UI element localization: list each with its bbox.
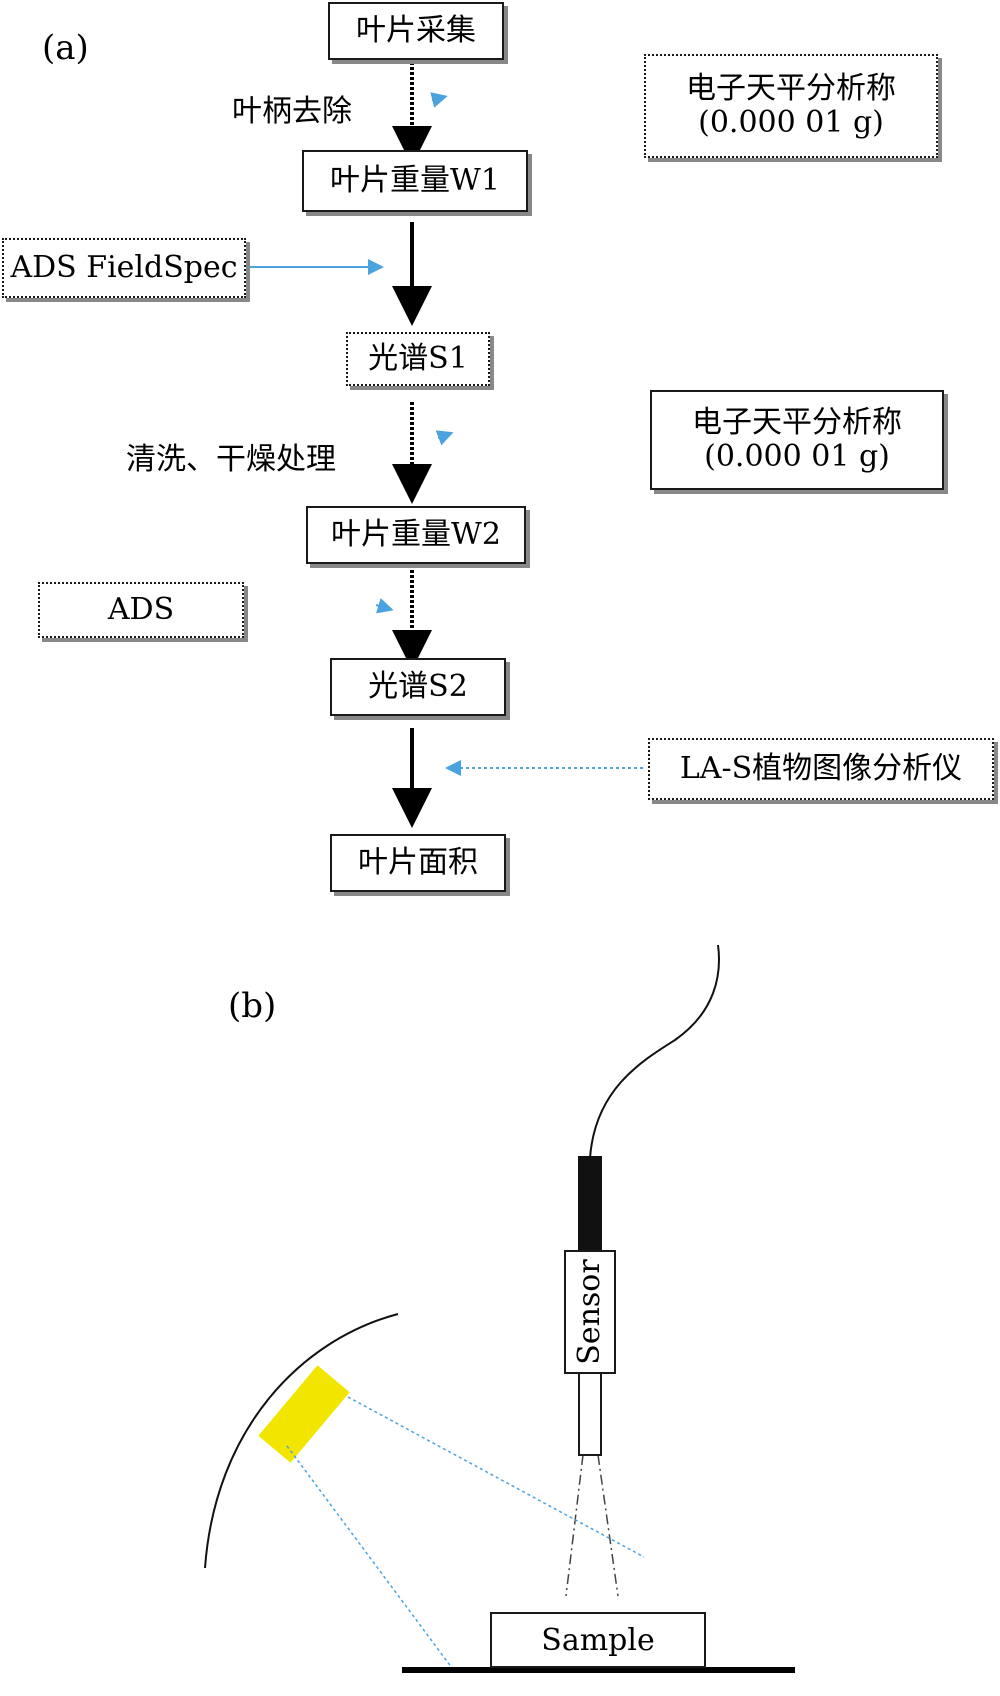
sample-block: Sample [490, 1612, 706, 1668]
balance-2-name: 电子天平分析称 [692, 404, 902, 440]
step-leaf-weight-w2: 叶片重量W2 [306, 506, 526, 564]
light-ray-upper [347, 1396, 645, 1558]
sensor-cable [589, 944, 720, 1159]
instrument-la-s-analyzer: LA-S植物图像分析仪 [648, 738, 994, 800]
step-spectrum-s2: 光谱S2 [330, 658, 506, 716]
balance-2-precision: (0.000 01 g) [704, 439, 890, 474]
panel-label-a: (a) [42, 28, 89, 68]
balance-1-name: 电子天平分析称 [686, 70, 896, 106]
instrument-balance-2: 电子天平分析称 (0.000 01 g) [650, 390, 944, 490]
sensor-fov-right [597, 1454, 619, 1597]
sensor-body [564, 1250, 616, 1374]
lamp-arc [204, 1313, 399, 1569]
step-leaf-area: 叶片面积 [330, 834, 506, 892]
ads-connector [375, 598, 394, 614]
balance-2-connector [435, 430, 454, 446]
light-ray-lower [286, 1445, 453, 1669]
step-leaf-collection: 叶片采集 [328, 2, 504, 60]
instrument-ads-fieldspec: ADS FieldSpec [2, 238, 246, 298]
process-label-wash-dry: 清洗、干燥处理 [126, 442, 336, 477]
balance-1-connector [430, 92, 448, 108]
step-leaf-weight-w1: 叶片重量W1 [302, 150, 528, 212]
instrument-ads: ADS [38, 582, 244, 638]
panel-label-b: (b) [228, 986, 277, 1026]
sensor-fov-left [565, 1454, 584, 1597]
sensor-probe [578, 1372, 602, 1456]
sensor-cable-housing [578, 1156, 602, 1252]
process-label-petiole-removal: 叶柄去除 [232, 94, 352, 129]
balance-1-precision: (0.000 01 g) [698, 105, 884, 140]
lamp [258, 1365, 350, 1463]
instrument-balance-1: 电子天平分析称 (0.000 01 g) [644, 54, 938, 158]
step-spectrum-s1: 光谱S1 [346, 332, 490, 386]
sensor-label: Sensor [572, 1259, 607, 1365]
